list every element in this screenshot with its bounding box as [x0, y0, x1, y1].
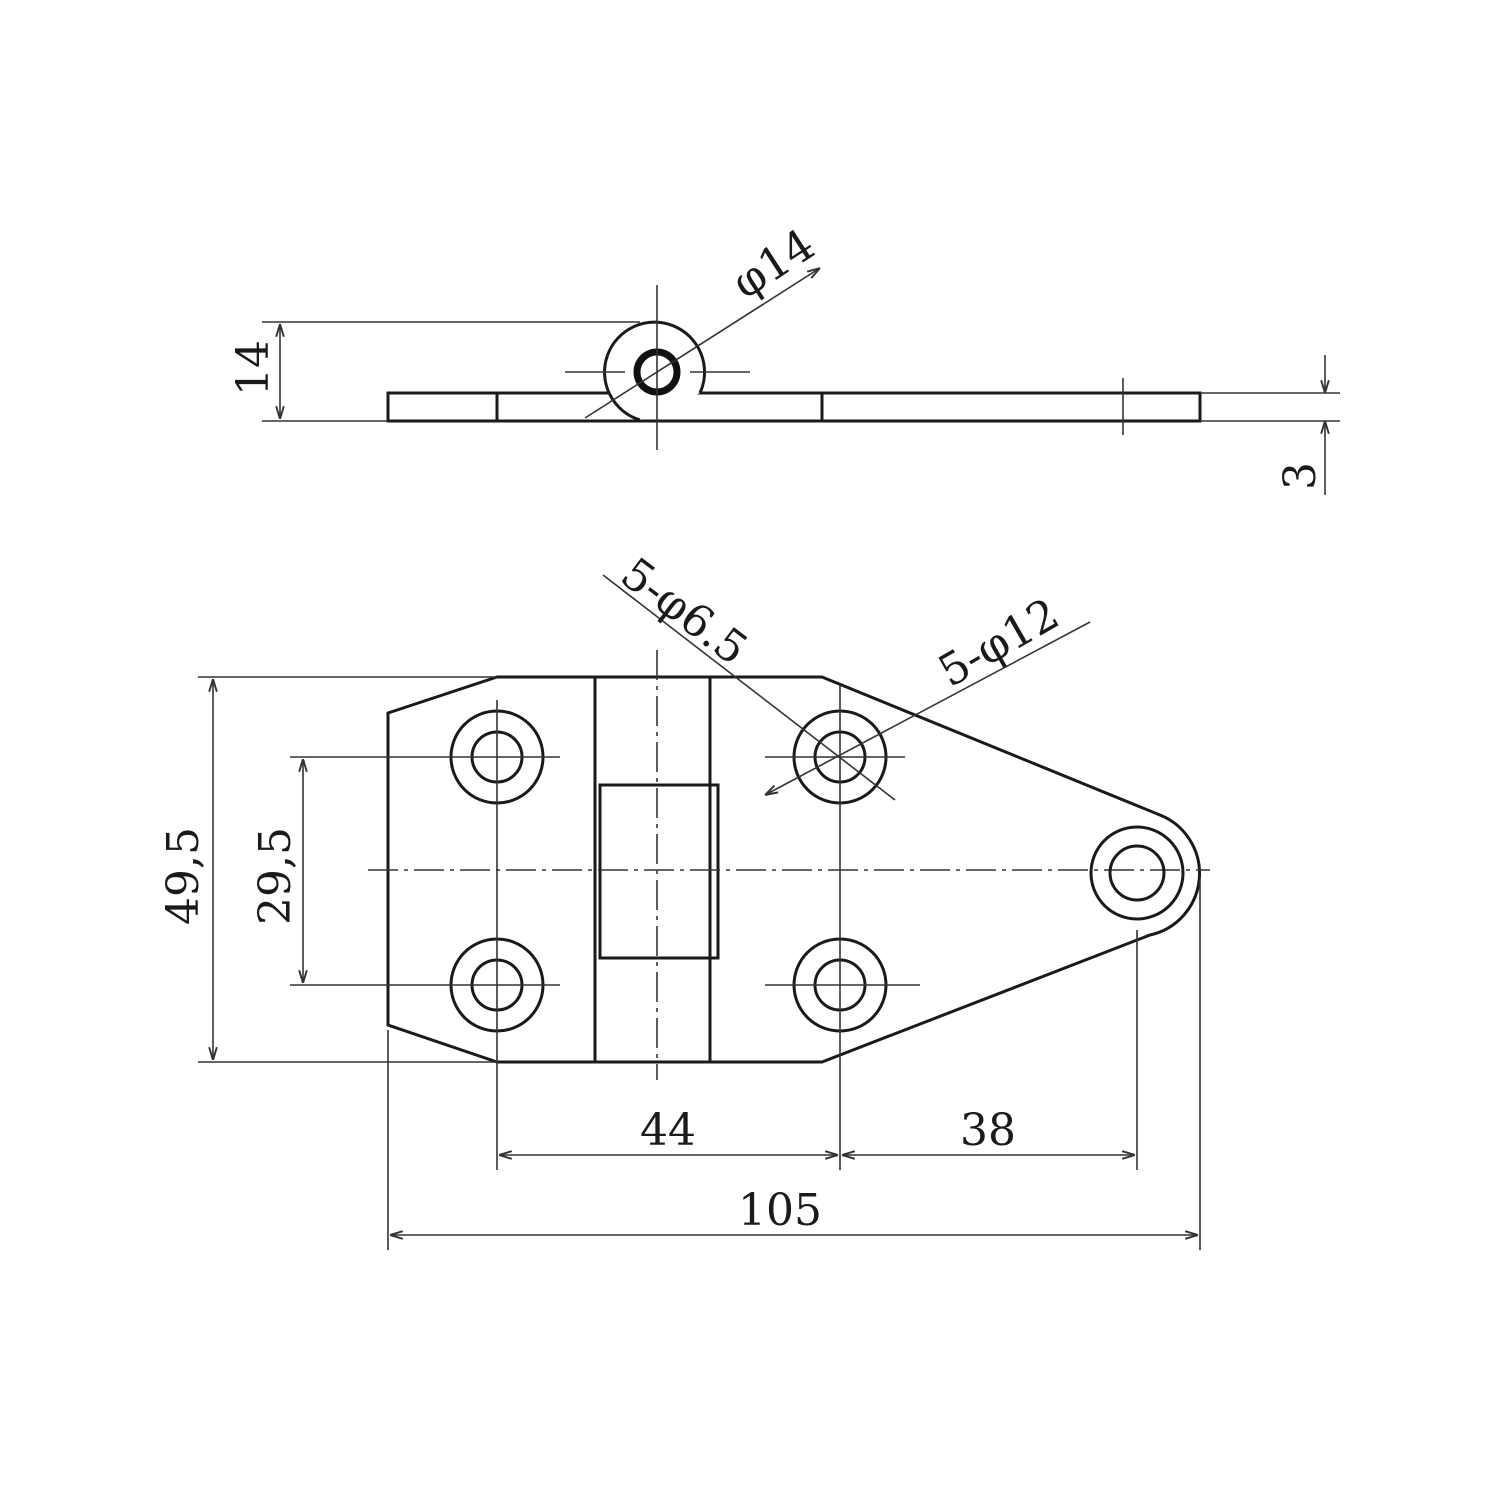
- thickness-dim-label: 3: [1275, 462, 1326, 490]
- plate-outline: [386, 675, 1201, 1064]
- plate-side: [386, 391, 1202, 423]
- height-dim-label: 14: [228, 340, 279, 396]
- overall-length-label: 105: [738, 1185, 822, 1236]
- hole-spacing-vertical-label: 29,5: [250, 827, 301, 925]
- tip-offset-label: 38: [960, 1105, 1016, 1156]
- counterbore-callout-label: 5-φ12: [930, 589, 1068, 698]
- top-view: φ14 14 3: [228, 219, 1340, 495]
- knuckle: [603, 320, 707, 422]
- hole-callout-label: 5-φ6.5: [611, 548, 756, 675]
- front-view: 49,5 29,5 44 38 105 5-φ6.5 5-φ12: [158, 548, 1210, 1250]
- knuckle-dia-label: φ14: [723, 219, 824, 309]
- hole-spacing-horizontal-label: 44: [640, 1105, 696, 1156]
- mounting-holes: [449, 709, 1185, 1033]
- overall-height-label: 49,5: [158, 827, 209, 925]
- hole: [1089, 825, 1185, 921]
